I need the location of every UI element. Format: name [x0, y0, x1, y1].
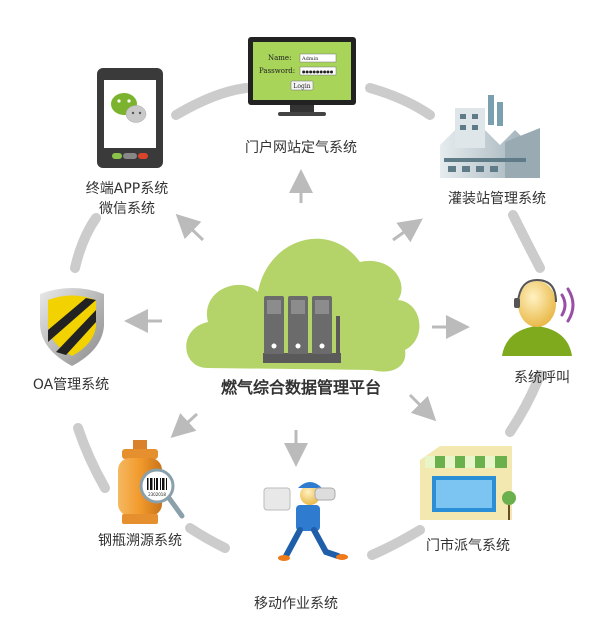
ring-segment: [185, 523, 230, 553]
node-filling: 灌装站管理系统: [440, 95, 546, 207]
arrow-to-app: [175, 213, 205, 242]
ring-segment: [505, 370, 545, 437]
cylinder-label: 钢瓶溯源系统: [98, 533, 182, 549]
barcode-text: 2302018: [148, 492, 166, 497]
magnifier-barcode-icon: 2302018: [139, 468, 185, 519]
call-center-icon: [502, 278, 575, 356]
store-icon: [420, 446, 516, 520]
spoke-arrows: [124, 169, 470, 467]
login-password-label: Password:: [259, 67, 295, 75]
arrow-to-filling: [392, 218, 423, 243]
node-store: 门市派气系统: [420, 446, 516, 554]
central-platform: 燃气综合数据管理平台: [186, 238, 420, 397]
arrow-to-cylinder: [170, 412, 199, 439]
node-call: 系统呼叫: [502, 278, 575, 386]
login-name-value: Admin: [301, 56, 319, 62]
filling-label: 灌装站管理系统: [448, 191, 546, 207]
mobile-label: 移动作业系统: [254, 596, 338, 612]
node-app: 终端APP系统 微信系统: [86, 68, 168, 217]
ring: [70, 83, 545, 560]
app-label-line2: 微信系统: [99, 201, 155, 217]
login-button-label: Login: [293, 83, 310, 90]
oa-label: OA管理系统: [33, 377, 109, 393]
login-password-value: ●●●●●●●●●: [302, 69, 334, 74]
login-name-field: [299, 53, 337, 63]
call-label: 系统呼叫: [514, 370, 570, 386]
node-cylinder: 2302018 钢瓶溯源系统: [98, 440, 185, 549]
node-mobile: 移动作业系统: [254, 482, 348, 612]
factory-icon: [440, 95, 540, 178]
login-button: [290, 80, 314, 91]
node-oa: OA管理系统: [33, 288, 109, 393]
server-icon: [263, 296, 341, 363]
delivery-man-icon: [263, 482, 348, 561]
portal-label: 门户网站定气系统: [245, 139, 357, 156]
app-label-line1: 终端APP系统: [86, 181, 168, 197]
ring-segment: [171, 83, 251, 120]
ring-segment: [73, 423, 110, 493]
arrow-to-store: [408, 393, 437, 422]
ring-segment: [508, 210, 545, 273]
center-label: 燃气综合数据管理平台: [221, 378, 381, 397]
login-password-field: [299, 66, 337, 76]
node-portal: Name: Admin Password: ●●●●●●●●● Login 门户…: [245, 37, 357, 156]
store-label: 门市派气系统: [426, 537, 510, 554]
ring-segment: [367, 525, 425, 560]
login-name-label: Name:: [268, 54, 291, 62]
ring-segment: [365, 83, 435, 120]
shield-icon: [40, 288, 104, 366]
wechat-icon: [111, 93, 147, 123]
ring-segment: [70, 213, 101, 273]
